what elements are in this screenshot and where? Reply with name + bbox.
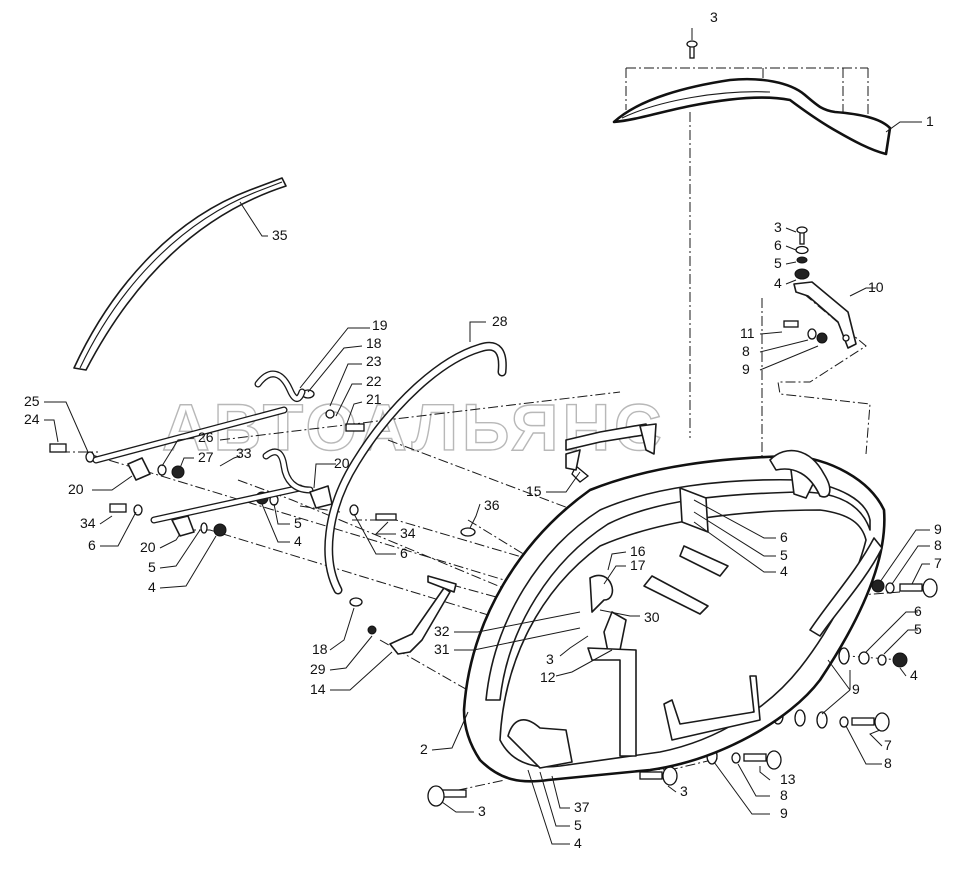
- callout-6: 6: [88, 537, 96, 553]
- callout-6: 6: [914, 603, 922, 619]
- callout-4: 4: [774, 275, 782, 291]
- callout-8: 8: [884, 755, 892, 771]
- fender-extension-part-1: [612, 77, 892, 156]
- callout-19: 19: [372, 317, 388, 333]
- callout-24: 24: [24, 411, 40, 427]
- callout-26: 26: [198, 429, 214, 445]
- callout-14: 14: [310, 681, 326, 697]
- callout-6: 6: [400, 545, 408, 561]
- callout-12: 12: [540, 669, 556, 685]
- bracket-part-10: [793, 281, 857, 349]
- callout-10: 10: [868, 279, 884, 295]
- callout-11: 11: [740, 325, 755, 341]
- callout-13: 13: [780, 771, 796, 787]
- callout-5: 5: [574, 817, 582, 833]
- callout-1: 1: [926, 113, 934, 129]
- callout-5: 5: [780, 547, 788, 563]
- callout-22: 22: [366, 373, 382, 389]
- callout-4: 4: [574, 835, 582, 851]
- callout-21: 21: [366, 391, 382, 407]
- callout-8: 8: [934, 537, 942, 553]
- callout-5: 5: [148, 559, 156, 575]
- callout-17: 17: [630, 557, 646, 573]
- callout-28: 28: [492, 313, 508, 329]
- callout-8: 8: [742, 343, 750, 359]
- rods-and-clamps: [92, 370, 333, 537]
- callout-34: 34: [400, 525, 416, 541]
- callout-23: 23: [366, 353, 382, 369]
- callout-16: 16: [630, 543, 646, 559]
- callout-18: 18: [366, 335, 382, 351]
- mudguard-part-2: [389, 423, 886, 783]
- callout-37: 37: [574, 799, 590, 815]
- callout-7: 7: [884, 737, 892, 753]
- callout-8: 8: [780, 787, 788, 803]
- callout-leaders: [44, 28, 930, 845]
- callout-25: 25: [24, 393, 40, 409]
- callout-3: 3: [680, 783, 688, 799]
- callout-9: 9: [780, 805, 788, 821]
- callout-6: 6: [774, 237, 782, 253]
- callout-36: 36: [484, 497, 500, 513]
- callout-20: 20: [140, 539, 156, 555]
- callout-33: 33: [236, 445, 252, 461]
- callout-35: 35: [272, 227, 288, 243]
- callout-20: 20: [68, 481, 84, 497]
- callout-4: 4: [910, 667, 918, 683]
- callout-30: 30: [644, 609, 660, 625]
- callout-7: 7: [934, 555, 942, 571]
- callout-20: 20: [334, 455, 350, 471]
- callout-5: 5: [294, 515, 302, 531]
- callout-4: 4: [780, 563, 788, 579]
- callout-15: 15: [526, 483, 542, 499]
- callout-34: 34: [80, 515, 96, 531]
- callout-18: 18: [312, 641, 328, 657]
- callout-5: 5: [914, 621, 922, 637]
- callout-27: 27: [198, 449, 214, 465]
- hose-part-28: [324, 341, 507, 595]
- callout-4: 4: [148, 579, 156, 595]
- callout-2: 2: [420, 741, 428, 757]
- callout-9: 9: [852, 681, 860, 697]
- callout-9: 9: [934, 521, 942, 537]
- callout-29: 29: [310, 661, 326, 677]
- callout-3: 3: [546, 651, 554, 667]
- callout-3: 3: [478, 803, 486, 819]
- callout-31: 31: [434, 641, 450, 657]
- edge-strip-part-35: [73, 177, 287, 371]
- callout-4: 4: [294, 533, 302, 549]
- callout-9: 9: [742, 361, 750, 377]
- callout-3: 3: [710, 9, 718, 25]
- callout-5: 5: [774, 255, 782, 271]
- callout-3: 3: [774, 219, 782, 235]
- callout-6: 6: [780, 529, 788, 545]
- callout-32: 32: [434, 623, 450, 639]
